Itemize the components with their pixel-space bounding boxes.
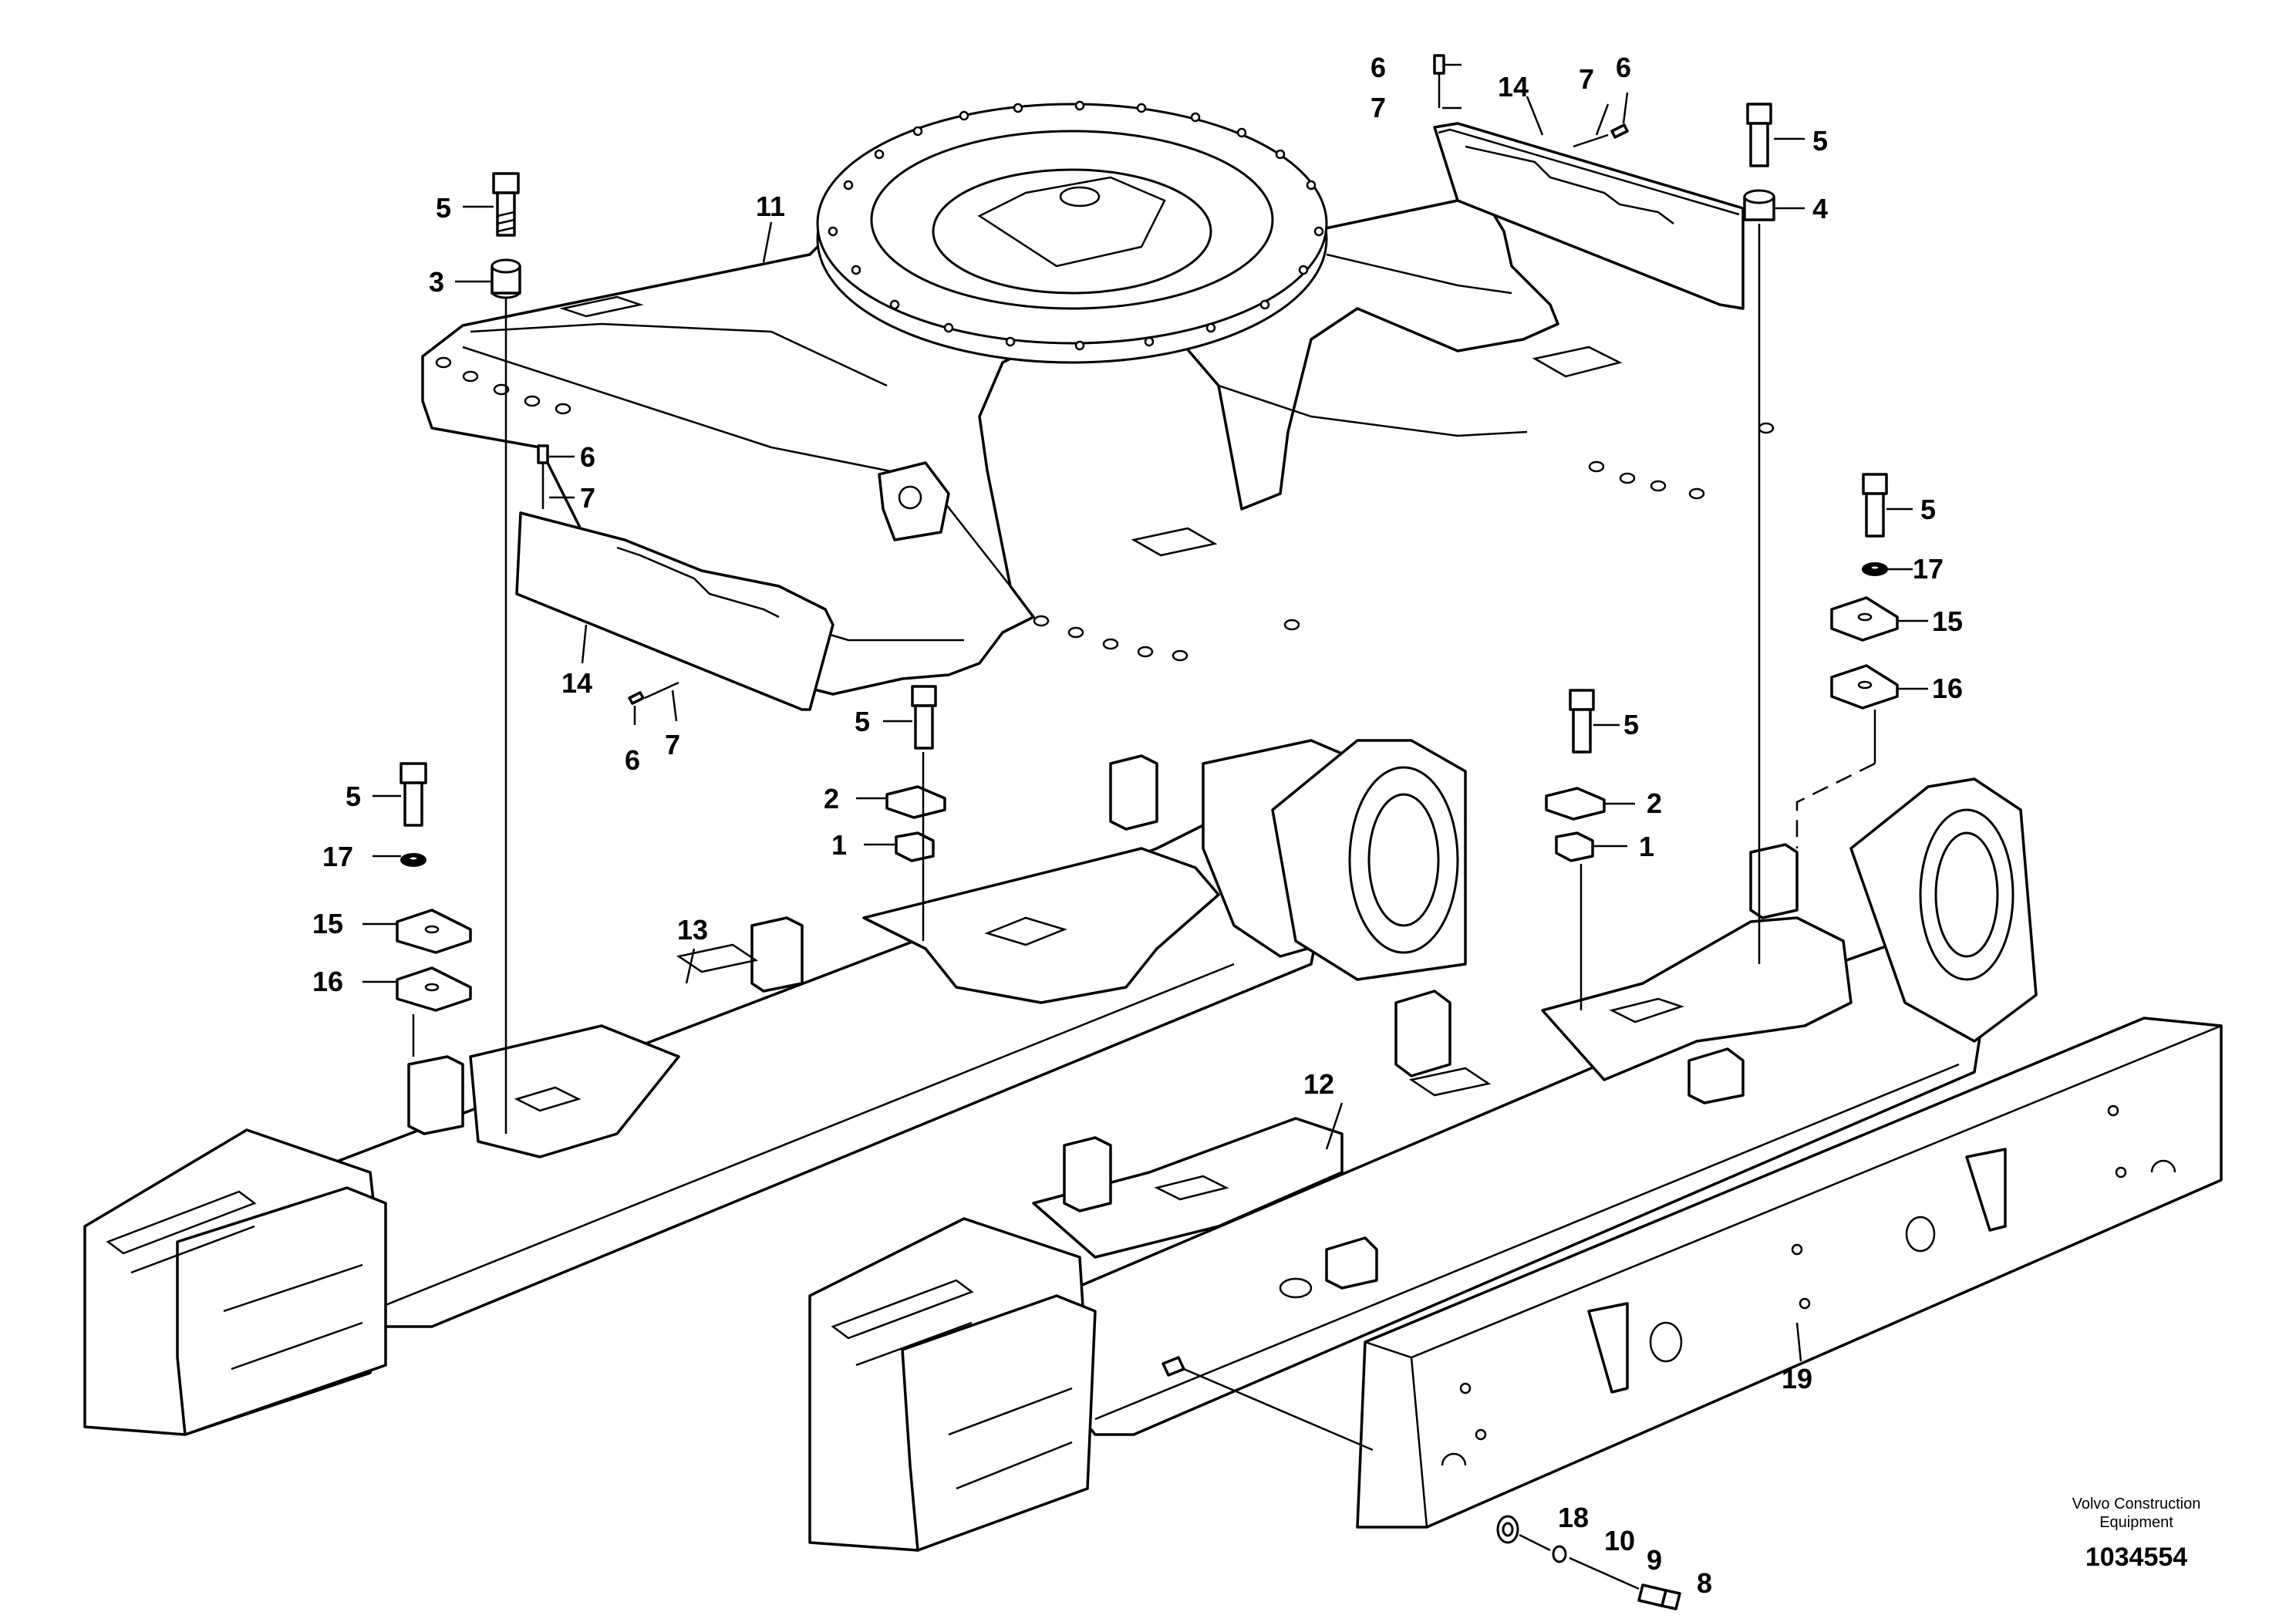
callout-6: 6 — [625, 744, 640, 776]
callout-17: 17 — [322, 841, 353, 872]
callout-1: 1 — [831, 829, 847, 861]
callout-18: 18 — [1558, 1502, 1589, 1533]
callout-labels: 5 3 11 6 7 14 7 6 5 4 6 7 14 6 7 5 17 15… — [312, 52, 1963, 1599]
plate-16 — [1830, 664, 1899, 710]
title-block: Volvo Construction Equipment 1034554 — [2072, 1496, 2201, 1572]
clamp-2 — [1545, 787, 1606, 821]
callout-9: 9 — [1647, 1544, 1662, 1576]
callout-14: 14 — [561, 667, 592, 699]
callout-14: 14 — [1498, 71, 1529, 103]
callout-7: 7 — [1579, 63, 1594, 95]
plate-15 — [396, 909, 472, 954]
right-track-frame-part-12 — [808, 777, 2038, 1552]
callout-11: 11 — [756, 191, 785, 222]
callout-3: 3 — [429, 266, 444, 298]
upper-frame-part-11 — [421, 100, 1775, 696]
callout-15: 15 — [1932, 605, 1963, 637]
bolt-5 — [911, 685, 937, 750]
bolt-8 — [1637, 1583, 1681, 1610]
brand-line-1: Volvo Construction — [2072, 1496, 2201, 1512]
callout-16: 16 — [312, 966, 343, 997]
bolt-5 — [400, 762, 427, 827]
document-number: 1034554 — [2085, 1543, 2187, 1572]
brand-line-2: Equipment — [2099, 1514, 2173, 1531]
callout-17: 17 — [1913, 553, 1944, 585]
callout-7: 7 — [580, 482, 595, 514]
cover-plate-14-left — [515, 511, 834, 711]
ring-bolt-holes — [828, 100, 1324, 351]
callout-6: 6 — [1371, 52, 1386, 83]
spacer-3 — [491, 258, 521, 299]
bolt-5 — [1862, 473, 1888, 538]
callout-5: 5 — [1812, 125, 1828, 157]
bolt-5 — [492, 172, 520, 237]
callout-7: 7 — [665, 729, 680, 760]
callout-5: 5 — [436, 192, 451, 224]
clamp-1 — [895, 831, 935, 862]
callout-13: 13 — [677, 914, 708, 946]
plate-15 — [1830, 596, 1899, 642]
slew-ring — [816, 100, 1328, 364]
callout-6: 6 — [580, 441, 595, 473]
callout-5: 5 — [1920, 494, 1936, 525]
callout-2: 2 — [1647, 787, 1662, 819]
callout-12: 12 — [1303, 1068, 1334, 1100]
callout-10: 10 — [1604, 1525, 1635, 1556]
leader-lines — [362, 63, 1928, 1590]
side-plate-part-19 — [1356, 1017, 2223, 1529]
washer-17 — [1862, 562, 1888, 576]
callout-7: 7 — [1371, 92, 1386, 123]
callout-8: 8 — [1697, 1567, 1712, 1599]
spacer-4 — [1743, 189, 1775, 221]
callout-19: 19 — [1782, 1363, 1812, 1394]
bolt-5 — [1569, 689, 1595, 754]
washer-17 — [400, 853, 426, 867]
clamp-2 — [885, 785, 946, 819]
hardware — [396, 54, 1899, 1610]
callout-2: 2 — [824, 783, 839, 814]
callout-5: 5 — [1623, 709, 1639, 740]
washer-18 — [1496, 1515, 1519, 1544]
callout-6: 6 — [1616, 52, 1631, 83]
callout-16: 16 — [1932, 673, 1963, 704]
plate-16 — [396, 966, 472, 1012]
frame-bolt-holes — [435, 356, 1775, 662]
left-track-frame-part-13 — [83, 739, 1467, 1436]
callout-1: 1 — [1639, 831, 1654, 862]
washer-10 — [1552, 1545, 1567, 1563]
cover-plate-14-top — [1433, 122, 1745, 310]
bolt-5 — [1746, 103, 1772, 167]
callout-5: 5 — [855, 706, 870, 737]
callout-15: 15 — [312, 908, 343, 939]
clamp-1 — [1555, 831, 1594, 862]
callout-4: 4 — [1812, 193, 1828, 224]
callout-5: 5 — [346, 781, 361, 812]
